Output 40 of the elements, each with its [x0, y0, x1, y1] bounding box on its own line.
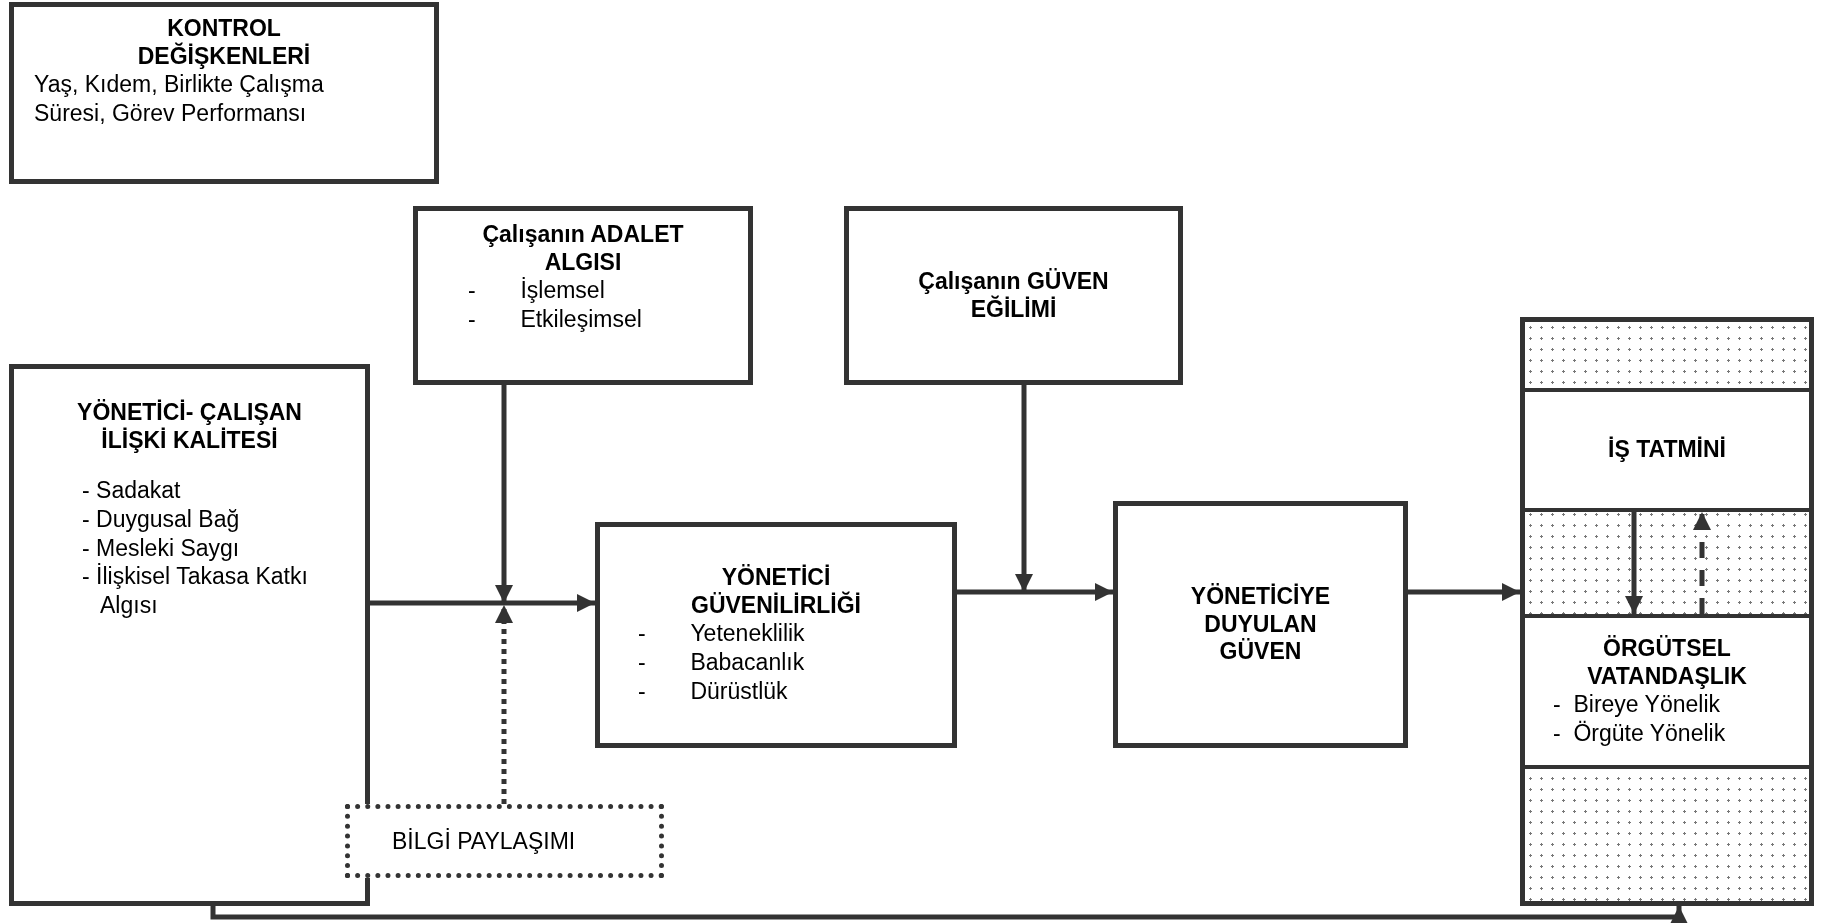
node-title: KONTROL DEĞİŞKENLERİ [136, 15, 312, 71]
list-item: - Mesleki Saygı [81, 533, 240, 563]
list-item: - Dürüstlük [637, 676, 788, 706]
dotted-box [345, 804, 664, 878]
box [1525, 614, 1809, 769]
list-item: - Örgüte Yönelik [1553, 719, 1726, 748]
list-item: - Bireye Yönelik [1553, 690, 1721, 720]
node-title: ÖRGÜTSEL VATANDAŞLIK [1586, 635, 1748, 691]
list-item: - Etkileşimsel [467, 304, 642, 334]
list-item: - İlişkisel Takasa Katkı Algısı [81, 562, 309, 620]
arrow [495, 605, 513, 804]
list-item: - Yeteneklilik [637, 619, 805, 649]
box [413, 206, 753, 385]
box [595, 522, 957, 748]
node-description: Yaş, Kıdem, Birlikte Çalışma Süresi, Görev Performansı [34, 70, 325, 128]
arrow [1693, 512, 1711, 614]
list-item: - İşlemsel [467, 276, 605, 305]
patterned-box [1520, 317, 1814, 906]
arrow [957, 583, 1113, 601]
box [9, 364, 370, 906]
box [1525, 388, 1809, 512]
arrow [1015, 385, 1033, 592]
list-item: - Duygusal Bağ [81, 504, 240, 534]
arrow [1408, 583, 1520, 601]
node-title: YÖNETİCİYE DUYULAN GÜVEN [1189, 583, 1332, 666]
node-title: YÖNETİCİ- ÇALIŞAN İLİŞKİ KALİTESİ [76, 399, 303, 455]
arrow [1625, 512, 1643, 614]
arrow [495, 385, 513, 603]
arrow [370, 594, 595, 612]
arrow [210, 905, 1688, 923]
node-label: BİLGİ PAYLAŞIMI [392, 826, 576, 856]
box [9, 2, 439, 184]
list-item: - Sadakat [81, 476, 182, 505]
node-title: Çalışanın ADALET ALGISI [481, 221, 685, 277]
box [1113, 501, 1408, 748]
node-title: YÖNETİCİ GÜVENİLİRLİĞİ [690, 564, 862, 620]
list-item: - Babacanlık [637, 648, 805, 677]
node-title: Çalışanın GÜVEN EĞİLİMİ [917, 267, 1110, 324]
node-title: İŞ TATMİNİ [1608, 436, 1726, 464]
box [844, 206, 1183, 385]
